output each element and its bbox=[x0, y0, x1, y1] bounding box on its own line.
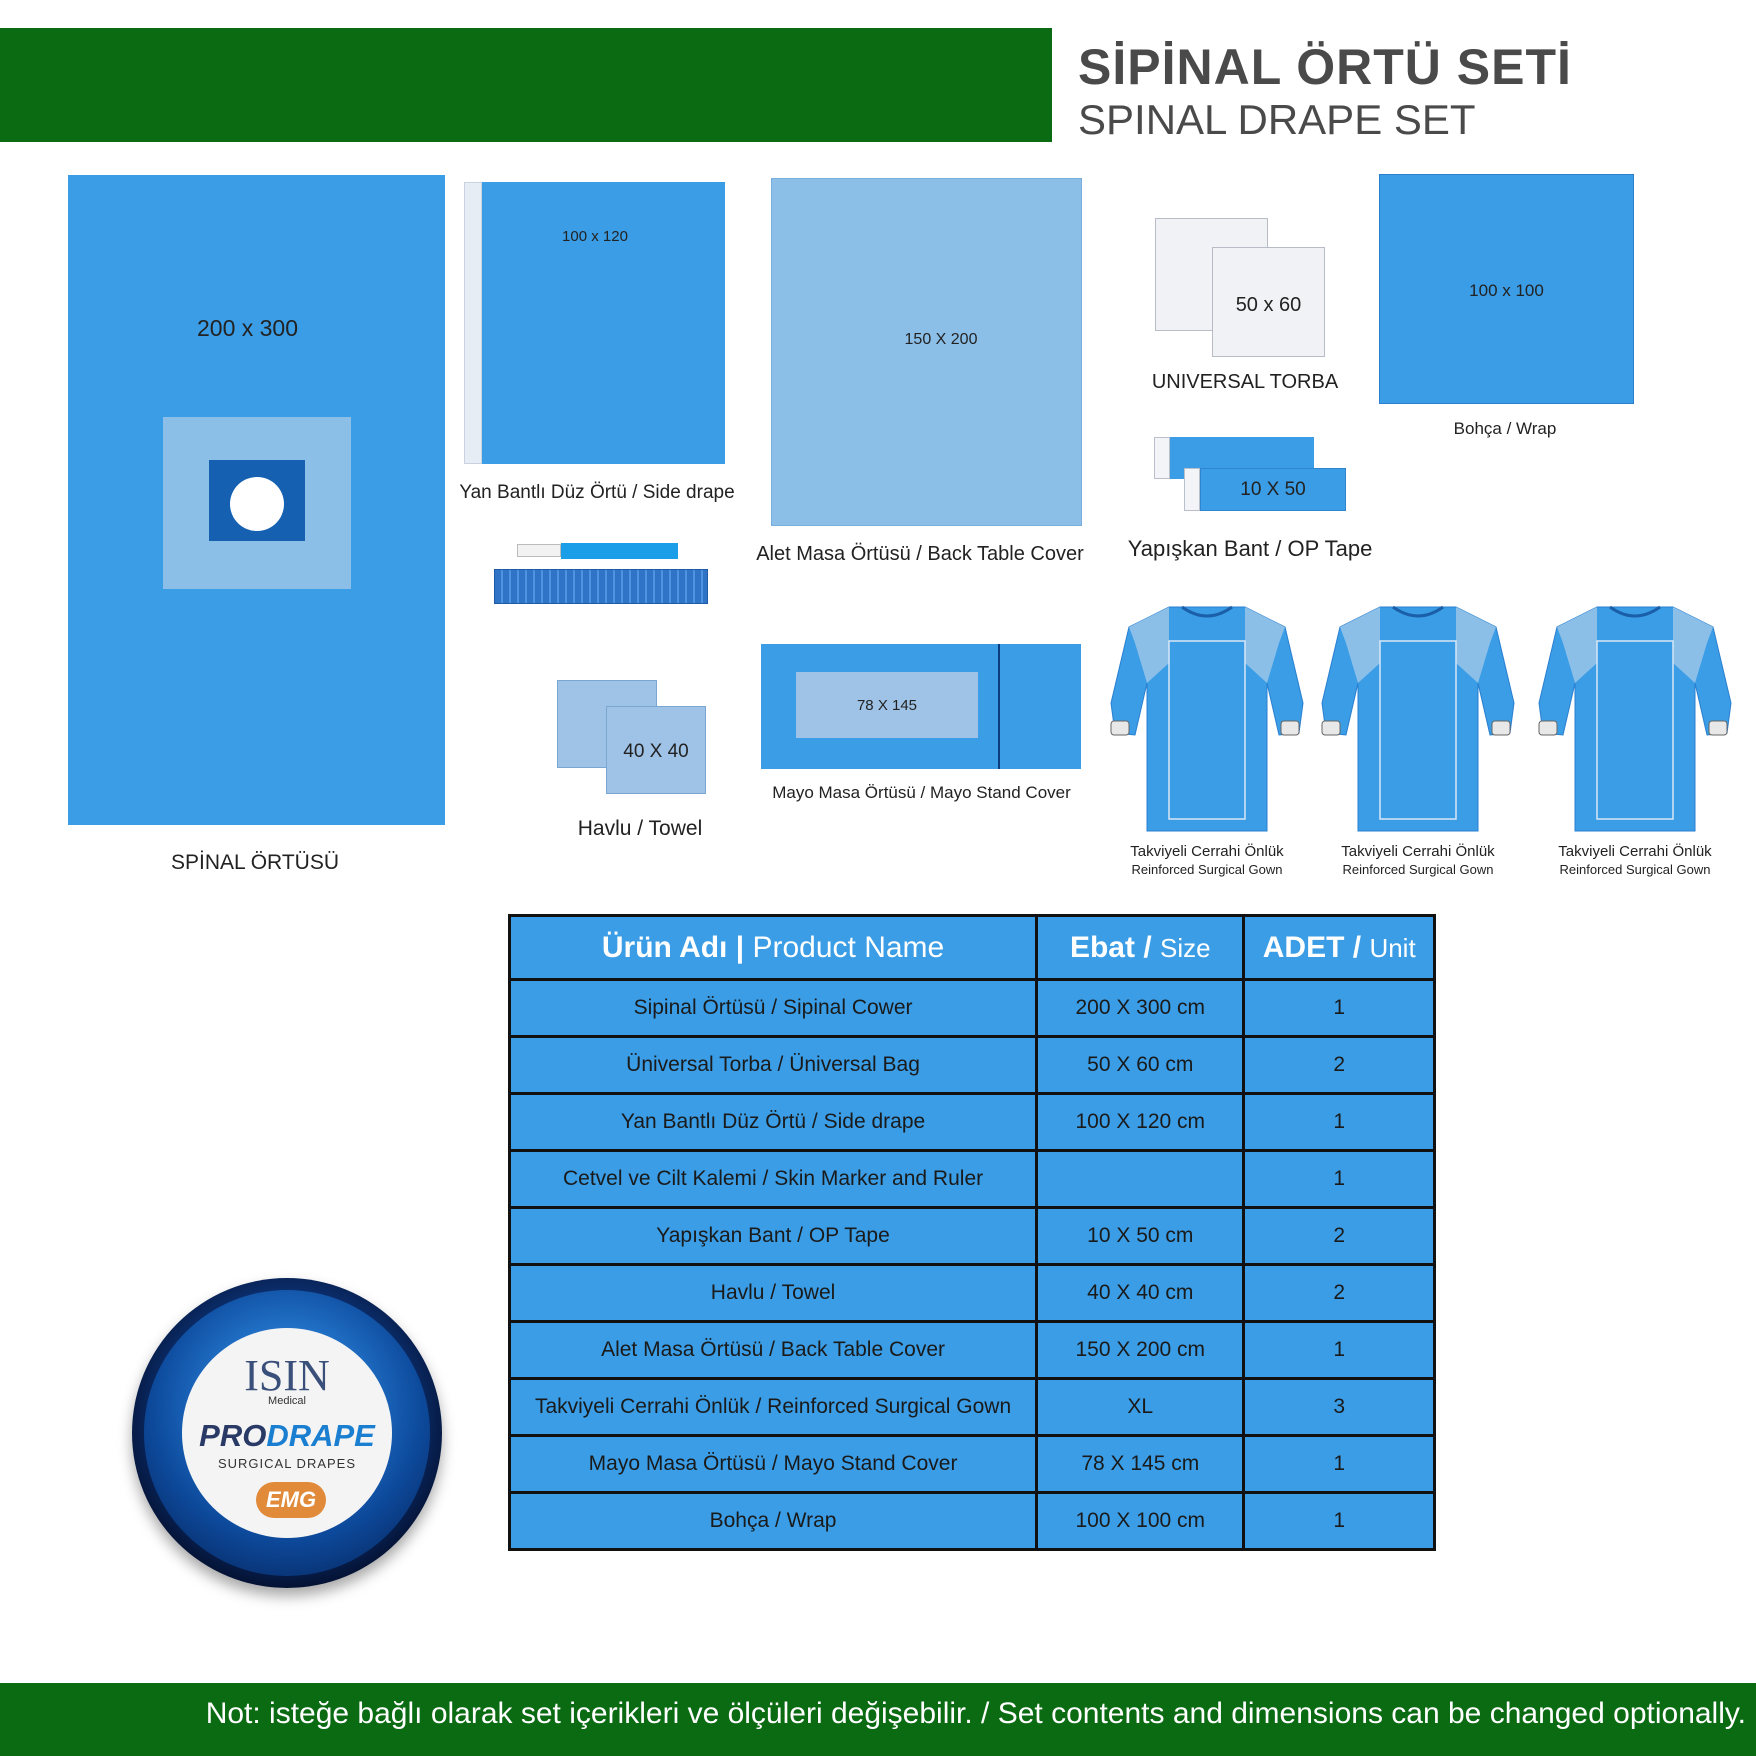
side-drape-tape bbox=[464, 182, 482, 464]
gown-3-label-en: Reinforced Surgical Gown bbox=[1559, 862, 1711, 877]
cell-unit: 1 bbox=[1242, 1491, 1436, 1551]
table-row: Cetvel ve Cilt Kalemi / Skin Marker and … bbox=[507, 1149, 1436, 1209]
cell-unit: 1 bbox=[1242, 978, 1436, 1038]
gown-2-label-tr: Takviyeli Cerrahi Önlük bbox=[1341, 843, 1495, 860]
op-tape-front-end bbox=[1184, 468, 1200, 511]
logo-drape: DRAPE bbox=[266, 1418, 375, 1453]
cell-name: Havlu / Towel bbox=[507, 1263, 1039, 1323]
gown-3-label-tr: Takviyeli Cerrahi Önlük bbox=[1558, 843, 1712, 860]
towel-label: Havlu / Towel bbox=[577, 817, 703, 840]
side-drape-image bbox=[482, 182, 725, 464]
surgical-gown-3-icon bbox=[1538, 605, 1732, 832]
cell-unit: 3 bbox=[1242, 1377, 1436, 1437]
back-table-cover-size: 150 X 200 bbox=[904, 331, 978, 348]
surgical-gown-2-icon bbox=[1321, 605, 1515, 832]
logo-prodrape: PRODRAPE bbox=[182, 1418, 392, 1454]
gown-2-label-en: Reinforced Surgical Gown bbox=[1342, 862, 1494, 877]
cell-size: 100 X 100 cm bbox=[1035, 1491, 1246, 1551]
cell-unit: 1 bbox=[1242, 1434, 1436, 1494]
cell-unit: 1 bbox=[1242, 1320, 1436, 1380]
cell-unit: 2 bbox=[1242, 1035, 1436, 1095]
cell-size: 10 X 50 cm bbox=[1035, 1206, 1246, 1266]
spinal-drape-label: SPİNAL ÖRTÜSÜ bbox=[170, 851, 340, 874]
towel-size: 40 X 40 bbox=[623, 741, 689, 762]
product-table: Ürün Adı | Product Name Ebat / Size ADET… bbox=[507, 914, 1436, 1551]
header-green-bar bbox=[0, 28, 1052, 142]
logo-medical: Medical bbox=[268, 1395, 306, 1407]
footer-green-bar bbox=[0, 1683, 1756, 1756]
table-row: Takviyeli Cerrahi Önlük / Reinforced Sur… bbox=[507, 1377, 1436, 1437]
cell-size: XL bbox=[1035, 1377, 1246, 1437]
logo-isin: ISIN bbox=[244, 1351, 330, 1400]
universal-bag-size: 50 x 60 bbox=[1235, 294, 1302, 316]
cell-name: Sipinal Örtüsü / Sipinal Cower bbox=[507, 978, 1039, 1038]
op-tape-back-end bbox=[1154, 437, 1170, 479]
header-product-name: Ürün Adı | Product Name bbox=[507, 914, 1039, 981]
header-size: Ebat / Size bbox=[1035, 914, 1246, 981]
op-tape-front bbox=[1200, 468, 1346, 511]
cell-size bbox=[1035, 1149, 1246, 1209]
mayo-stand-cover-size: 78 X 145 bbox=[856, 697, 918, 714]
cell-name: Cetvel ve Cilt Kalemi / Skin Marker and … bbox=[507, 1149, 1039, 1209]
universal-bag-label: UNIVERSAL TORBA bbox=[1151, 371, 1339, 393]
op-tape-size: 10 X 50 bbox=[1240, 479, 1306, 500]
mayo-stand-cover-label: Mayo Masa Örtüsü / Mayo Stand Cover bbox=[772, 783, 1071, 802]
surgical-gown-1-icon bbox=[1110, 605, 1304, 832]
wrap-image bbox=[1379, 174, 1634, 404]
cell-name: Yapışkan Bant / OP Tape bbox=[507, 1206, 1039, 1266]
cell-size: 200 X 300 cm bbox=[1035, 978, 1246, 1038]
cell-name: Mayo Masa Örtüsü / Mayo Stand Cover bbox=[507, 1434, 1039, 1494]
back-table-cover-image bbox=[771, 178, 1082, 526]
side-drape-label: Yan Bantlı Düz Örtü / Side drape bbox=[459, 482, 735, 503]
cell-unit: 1 bbox=[1242, 1149, 1436, 1209]
cell-size: 50 X 60 cm bbox=[1035, 1035, 1246, 1095]
footer-note: Not: isteğe bağlı olarak set içerikleri … bbox=[205, 1697, 1746, 1730]
header-unit: ADET / Unit bbox=[1242, 914, 1436, 981]
spinal-drape-hole bbox=[230, 477, 284, 531]
skin-marker-icon bbox=[517, 544, 561, 557]
cell-name: Yan Bantlı Düz Örtü / Side drape bbox=[507, 1092, 1039, 1152]
logo-surgical-drapes: SURGICAL DRAPES bbox=[217, 1456, 357, 1471]
cell-unit: 1 bbox=[1242, 1092, 1436, 1152]
cell-name: Takviyeli Cerrahi Önlük / Reinforced Sur… bbox=[507, 1377, 1039, 1437]
cell-size: 100 X 120 cm bbox=[1035, 1092, 1246, 1152]
logo-emg: EMG bbox=[256, 1482, 326, 1518]
mayo-stand-cover-divider bbox=[998, 644, 1000, 769]
cell-name: Bohça / Wrap bbox=[507, 1491, 1039, 1551]
gown-1-label-tr: Takviyeli Cerrahi Önlük bbox=[1130, 843, 1284, 860]
cell-size: 150 X 200 cm bbox=[1035, 1320, 1246, 1380]
cell-name: Alet Masa Örtüsü / Back Table Cover bbox=[507, 1320, 1039, 1380]
table-header-row: Ürün Adı | Product Name Ebat / Size ADET… bbox=[507, 914, 1436, 981]
towel-front bbox=[606, 706, 706, 794]
gown-1-label-en: Reinforced Surgical Gown bbox=[1131, 862, 1283, 877]
wrap-label: Bohça / Wrap bbox=[1453, 419, 1557, 438]
cell-size: 40 X 40 cm bbox=[1035, 1263, 1246, 1323]
cell-unit: 2 bbox=[1242, 1263, 1436, 1323]
op-tape-label: Yapışkan Bant / OP Tape bbox=[1127, 536, 1373, 561]
side-drape-size: 100 x 120 bbox=[562, 228, 628, 245]
skin-marker-body bbox=[561, 543, 678, 559]
cell-unit: 2 bbox=[1242, 1206, 1436, 1266]
mayo-stand-cover-panel bbox=[796, 672, 978, 738]
page-title-tr: SİPİNAL ÖRTÜ SETİ bbox=[1078, 39, 1572, 95]
page-title-en: SPINAL DRAPE SET bbox=[1078, 96, 1476, 143]
wrap-size: 100 x 100 bbox=[1469, 281, 1544, 300]
ruler-icon bbox=[494, 569, 708, 604]
cell-size: 78 X 145 cm bbox=[1035, 1434, 1246, 1494]
back-table-cover-label: Alet Masa Örtüsü / Back Table Cover bbox=[756, 543, 1084, 565]
spinal-drape-size: 200 x 300 bbox=[196, 315, 299, 341]
cell-name: Üniversal Torba / Üniversal Bag bbox=[507, 1035, 1039, 1095]
logo-pro: PRO bbox=[199, 1418, 267, 1453]
universal-bag-front bbox=[1212, 247, 1325, 357]
